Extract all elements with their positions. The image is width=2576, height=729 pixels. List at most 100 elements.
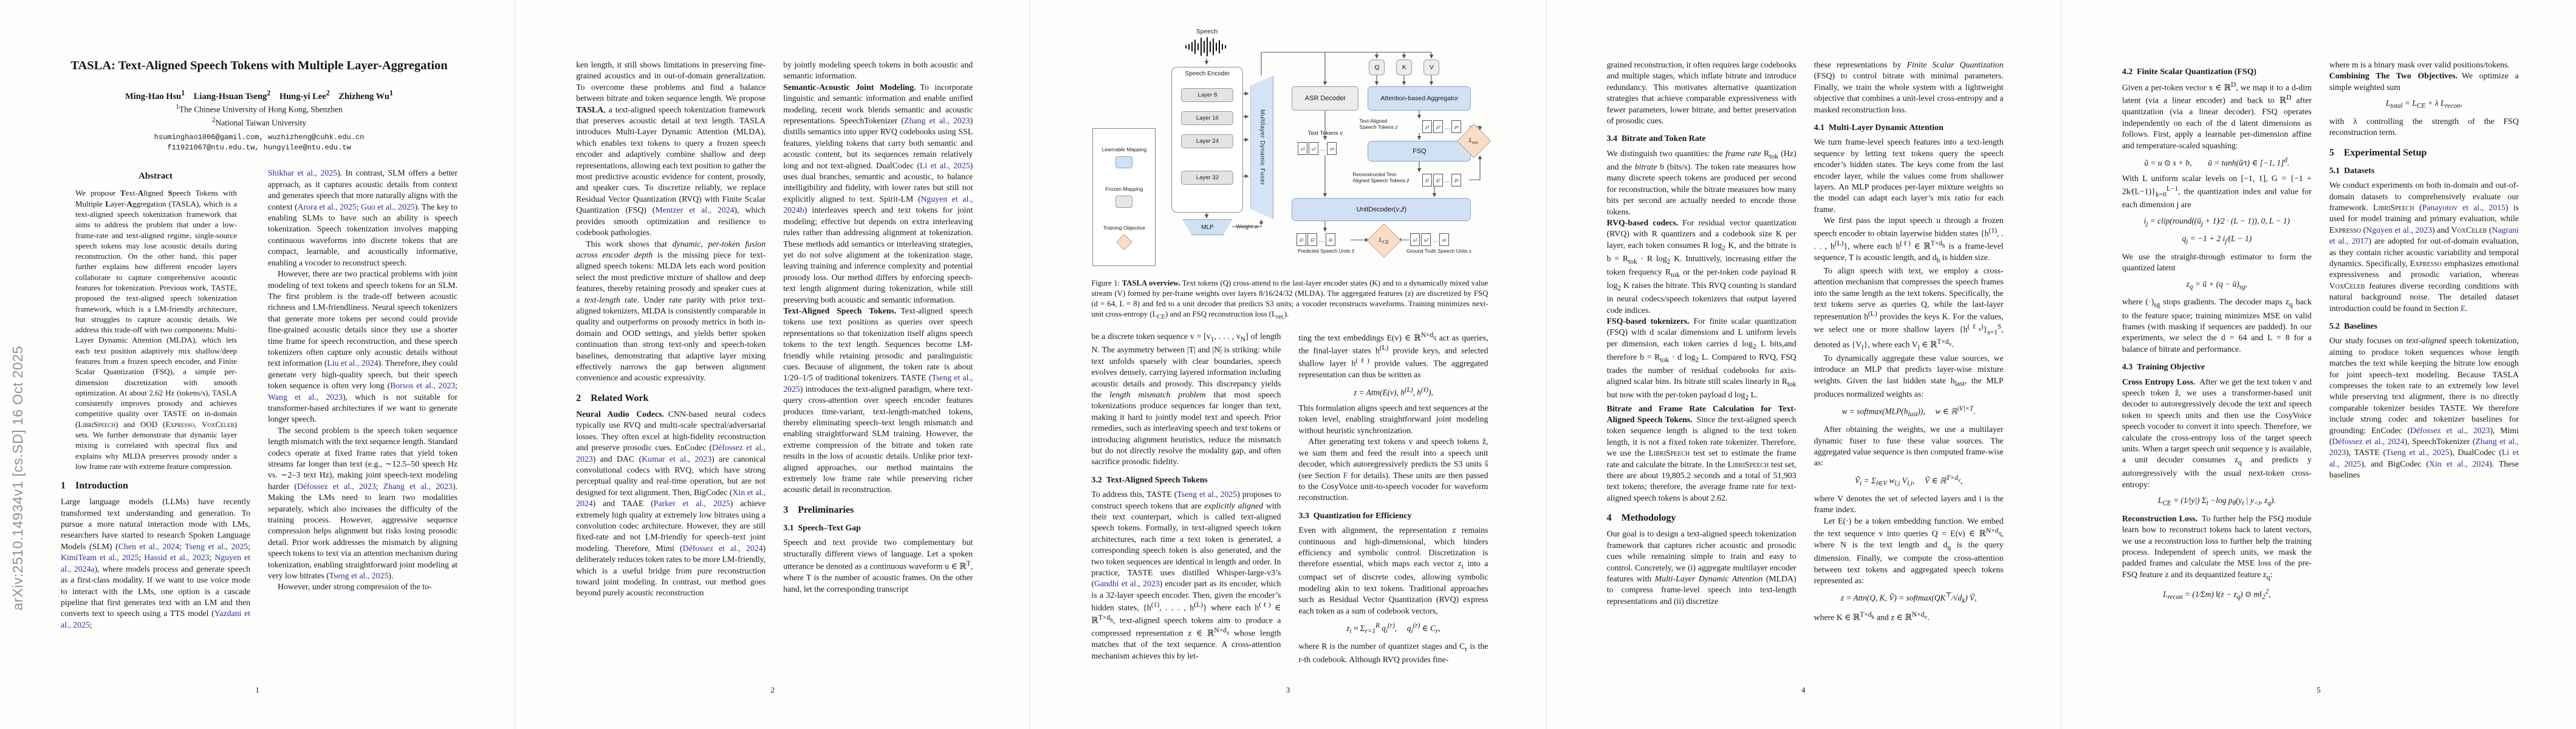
paragraph: Text-Aligned Speech Tokens. Text-aligned… [783, 306, 973, 495]
token-box: … [1319, 236, 1324, 243]
figure-legend: Learnable Mapping Frozen Mapping Trainin… [1092, 128, 1156, 266]
legend-frozen: Frozen Mapping [1105, 186, 1143, 208]
paragraph: Bitrate and Frame Rate Calculation for T… [1606, 403, 1797, 502]
token-box: … [1445, 177, 1450, 183]
paragraph: To align speech with text, we employ a c… [1814, 265, 2004, 352]
citation-link[interactable]: Nguyen et al., 2023 [2366, 225, 2433, 234]
token-box: … [1445, 123, 1450, 130]
section-heading: 2 Related Work [576, 392, 649, 403]
citation-link[interactable]: Kumar et al., 2023 [642, 454, 712, 464]
paragraph: Let E(·) be a token embedding function. … [1814, 516, 2004, 585]
equation: z = Attn(E(v), h(L), h(ℓ)), [1353, 386, 1433, 397]
citation-link[interactable]: Mentzer et al., 2024 [655, 205, 735, 215]
citation-link[interactable]: Zhang et al., 2023 [2329, 437, 2519, 457]
fsq-block: FSQ [1368, 141, 1471, 162]
paragraph: Large language models (LLMs) have recent… [61, 497, 250, 629]
citation-link[interactable]: Nagrani et al., 2017 [2329, 225, 2519, 246]
subsection-heading: 4.2 Finite Scalar Quantization (FSQ) [2122, 67, 2257, 77]
citation-link[interactable]: Tseng et al., 2025 [2386, 448, 2450, 457]
encoder-layer-32: Layer 32 [1181, 171, 1234, 185]
paragraph: ken length, it still shows limitations i… [576, 60, 766, 238]
citation-link[interactable]: Wang et al., 2023 [268, 392, 343, 402]
citation-link[interactable]: Parker et al., 2025 [653, 499, 730, 508]
paragraph: where K ∈ ℝT×dk and z ∈ ℝN×dv. [1814, 611, 1930, 622]
token-box: … [1320, 145, 1326, 152]
equation: zi ≈ Σr=1R qi(r), qi(r) ∈ Cr, [1346, 622, 1440, 635]
citation-link[interactable]: Li et al., 2025 [919, 160, 970, 170]
paragraph: FSQ-based tokenizers. For finite scalar … [1606, 316, 1797, 402]
lce-label: LCE [1379, 236, 1389, 245]
citation-link[interactable]: Liu et al., 2024 [327, 358, 379, 368]
encoder-layer-24: Layer 24 [1181, 134, 1234, 148]
citation-link[interactable]: Guo et al., 2025 [361, 202, 415, 211]
subsection-heading: 5.2 Baselines [2329, 322, 2377, 332]
reconstructed-tokens-label: Reconstructed Text- Aligned Speech Token… [1352, 171, 1410, 184]
citation-link[interactable]: Tseng et al., 2025 [185, 541, 248, 551]
citation-link[interactable]: Tseng et al., 2025 [329, 571, 389, 581]
citation-link[interactable]: E [2460, 303, 2466, 313]
subsection-heading: 3.3 Quantization for Efficiency [1298, 511, 1412, 521]
paragraph: To address this, TASTE (Tseng et al., 20… [1091, 490, 1281, 660]
paragraph: However, there are two practical problem… [268, 269, 458, 424]
citation-link[interactable]: Nguyen et al., 2024b [783, 194, 973, 215]
citation-link[interactable]: Zhang et al., 2023 [904, 116, 970, 126]
paragraph: We use the straight-through estimator to… [2122, 252, 2312, 273]
mlp-block: MLP [1182, 219, 1233, 235]
paragraph: where m is a binary mask over valid posi… [2329, 60, 2510, 69]
citation-link[interactable]: Shikhar et al., 2025 [268, 168, 338, 178]
citation-link[interactable]: Arora et al., 2025 [297, 202, 357, 211]
citation-link[interactable]: Défossez et al., 2024 [682, 543, 763, 553]
section-heading: 4 Methodology [1606, 513, 1676, 524]
legend-label: Frozen Mapping [1105, 185, 1143, 192]
paragraph: Semantic-Acoustic Joint Modeling. To inc… [783, 82, 973, 304]
equation: LCE = (1∕|y|) Σt −log pθ(yt | y<t, zq). [2157, 496, 2276, 507]
citation-link[interactable]: Xin et al., 2024 [576, 487, 766, 508]
citation-link[interactable]: Chen et al., 2024 [118, 541, 180, 551]
citation-link[interactable]: Panayotov et al., 2015 [2422, 202, 2506, 212]
citation-link[interactable]: Défossez et al., 2023 [297, 481, 376, 491]
speech-input-label: Speech [1196, 28, 1218, 35]
paragraph: Reconstruction Loss. To further help the… [2122, 513, 2312, 581]
aligned-tokens-label: Text-Aligned Speech Tokens z [1359, 118, 1398, 131]
citation-link[interactable]: Zhang et al., 2023 [383, 481, 453, 491]
page-2: ken length, it still shows limitations i… [515, 0, 1030, 729]
page-number: 4 [1801, 685, 1806, 694]
citation-link[interactable]: KimiTeam et al., 2025 [61, 553, 139, 563]
citation-link[interactable]: F [1343, 470, 1348, 480]
paragraph: We turn frame-level speech features into… [1814, 137, 2004, 214]
page-3: Learnable Mapping Frozen Mapping Trainin… [1030, 0, 1546, 729]
paragraph: With L uniform scalar levels on [−1, 1],… [2122, 174, 2312, 210]
citation-link[interactable]: Défossez et al., 2023 [576, 443, 766, 464]
unit-decoder-block: UnitDecoder(v, ẑ) [1292, 198, 1471, 221]
affiliation-1: 1The Chinese University of Hong Kong, Sh… [176, 103, 343, 114]
citation-link[interactable]: Défossez et al., 2023 [2410, 425, 2490, 435]
page-1: arXiv:2510.14934v1 [cs.SD] 16 Oct 2025 T… [0, 0, 515, 729]
citation-link[interactable]: Tseng et al., 2025 [1177, 490, 1238, 499]
paragraph: To dynamically aggregate these value sou… [1814, 353, 2004, 399]
subsection-heading: 4.1 Multi-Layer Dynamic Attention [1814, 123, 1944, 133]
weight-w-label: Weight w [1236, 224, 1259, 230]
citation-link[interactable]: Tseng et al., 2025 [783, 373, 973, 394]
citation-link[interactable]: Défossez et al., 2024 [2332, 437, 2405, 447]
citation-link[interactable]: Xin et al., 2024 [2429, 459, 2490, 468]
citation-link[interactable]: Li et al., 2025 [2329, 448, 2519, 468]
citation-link[interactable]: Yazdani et al., 2025 [61, 609, 250, 629]
legend-label: Training Objective [1103, 225, 1145, 231]
citation-link[interactable]: Nguyen et al., 2024a [61, 553, 250, 573]
email-line-2[interactable]: f11921067@ntu.edu.tw, hungyilee@ntu.edu.… [167, 143, 351, 152]
section-heading: 5 Experimental Setup [2329, 147, 2427, 158]
multilayer-dynamic-fuser: Multilayer Dynamic Fuser [1250, 75, 1274, 219]
citation-link[interactable]: Hassid et al., 2023 [144, 553, 210, 563]
encoder-layer-8: Layer 8 [1181, 88, 1234, 102]
page4-right-column: these representations by Finite Scalar Q… [1814, 60, 2004, 623]
email-line-1[interactable]: hsuminghao1006@gamil.com, wuzhizheng@cuh… [154, 133, 365, 142]
citation-link[interactable]: Gandhi et al., 2023 [1094, 579, 1160, 589]
citation-link[interactable]: Borsos et al., 2023 [390, 381, 456, 391]
